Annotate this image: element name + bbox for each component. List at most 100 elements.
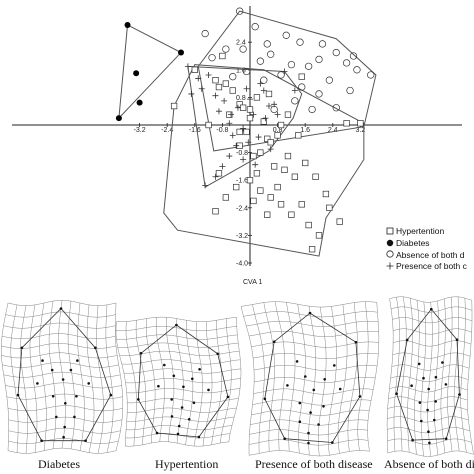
grid-line <box>357 301 369 451</box>
landmark-dot <box>163 363 166 367</box>
point-presence <box>234 104 241 111</box>
grid-line <box>0 302 9 451</box>
grid-line <box>420 301 427 457</box>
data-points <box>115 7 375 253</box>
grid-line <box>194 321 203 447</box>
landmark-dot <box>182 385 185 389</box>
landmark-dot <box>137 398 140 401</box>
landmark-dot <box>298 420 302 424</box>
point-hypertention <box>257 149 264 156</box>
grid-line <box>115 302 124 451</box>
deformation-grid-panel <box>115 316 242 447</box>
point-presence <box>257 80 264 87</box>
landmark-dot <box>333 364 336 367</box>
point-hypertention <box>357 120 364 127</box>
landmark-dot <box>272 340 276 344</box>
point-absence <box>315 55 323 64</box>
grid-line <box>10 304 19 453</box>
grid-line <box>105 304 114 453</box>
point-hypertention <box>222 194 230 201</box>
point-hypertention <box>246 106 254 113</box>
point-absence <box>282 31 290 39</box>
point-hypertention <box>215 83 223 91</box>
convex-hull <box>163 64 365 257</box>
landmark-dot <box>309 411 312 414</box>
deformation-grid-panel <box>240 301 380 457</box>
deformation-grids <box>0 296 474 457</box>
point-hypertention <box>302 159 309 167</box>
landmark-dot <box>307 431 310 435</box>
point-absence <box>208 54 216 62</box>
grid-line <box>460 298 467 453</box>
landmark-dot <box>73 415 76 419</box>
point-presence <box>250 111 257 118</box>
landmark-dot <box>84 439 87 443</box>
landmark-dot <box>420 419 423 423</box>
landmark-dot <box>434 375 438 379</box>
point-presence <box>267 146 274 153</box>
point-absence <box>256 57 265 65</box>
grid-label-hypertention: Hypertention <box>155 457 219 471</box>
landmark-dot <box>175 323 178 327</box>
landmark-dot <box>157 384 160 388</box>
landmark-dot <box>170 398 173 401</box>
point-presence <box>184 63 191 70</box>
landmark-dot <box>16 393 20 397</box>
point-absence <box>308 105 316 114</box>
point-absence <box>318 40 327 48</box>
landmark-dot <box>197 435 201 439</box>
x-tick-label: 2.4 <box>328 127 338 134</box>
landmark-dot <box>187 418 191 421</box>
grid-line <box>7 447 117 454</box>
point-absence <box>267 50 275 58</box>
point-diabetes <box>133 70 140 77</box>
landmark-dot <box>427 430 430 434</box>
landmark-dot <box>395 392 398 396</box>
point-presence <box>226 120 233 127</box>
point-presence <box>252 161 259 168</box>
landmark-dot <box>226 395 230 399</box>
landmark-dot <box>411 438 414 442</box>
point-presence <box>188 90 195 97</box>
landmark-dot <box>433 418 436 422</box>
landmark-dot <box>418 401 422 404</box>
legend: Hypertention Diabetes Absence of both d … <box>386 226 468 271</box>
landmark-dot <box>417 362 421 366</box>
point-hypertention <box>212 76 219 84</box>
landmark-dot <box>298 401 302 405</box>
point-hypertention <box>312 173 319 180</box>
point-presence <box>247 96 253 103</box>
point-presence <box>240 156 247 163</box>
point-hypertention <box>253 170 261 177</box>
landmark-dot <box>109 393 113 397</box>
legend-symbol-filled-circle <box>386 239 394 247</box>
y-tick-label: 0.8 <box>236 95 246 102</box>
point-presence <box>226 153 233 160</box>
point-presence <box>212 92 219 99</box>
point-hypertention <box>284 111 292 118</box>
point-hypertention <box>271 163 278 170</box>
point-presence <box>240 125 247 132</box>
point-hypertention <box>305 221 312 229</box>
point-hypertention <box>229 87 236 94</box>
point-hypertention <box>170 102 178 110</box>
landmark-dot <box>50 368 54 372</box>
grid-line <box>467 300 474 455</box>
landmark-dot <box>191 377 194 381</box>
landmark-dot <box>458 393 461 396</box>
point-diabetes <box>136 99 143 106</box>
point-hypertention <box>236 101 243 108</box>
grid-line <box>389 296 472 303</box>
landmark-dot <box>312 388 316 392</box>
landmark-dot <box>55 415 58 419</box>
point-hypertention <box>212 208 219 215</box>
grid-line <box>211 320 222 445</box>
landmark-dot <box>40 439 43 443</box>
point-presence <box>219 163 226 170</box>
point-absence <box>332 104 340 112</box>
grid-line <box>202 321 213 447</box>
grid-line <box>145 318 156 444</box>
legend-symbol-square <box>386 227 394 235</box>
